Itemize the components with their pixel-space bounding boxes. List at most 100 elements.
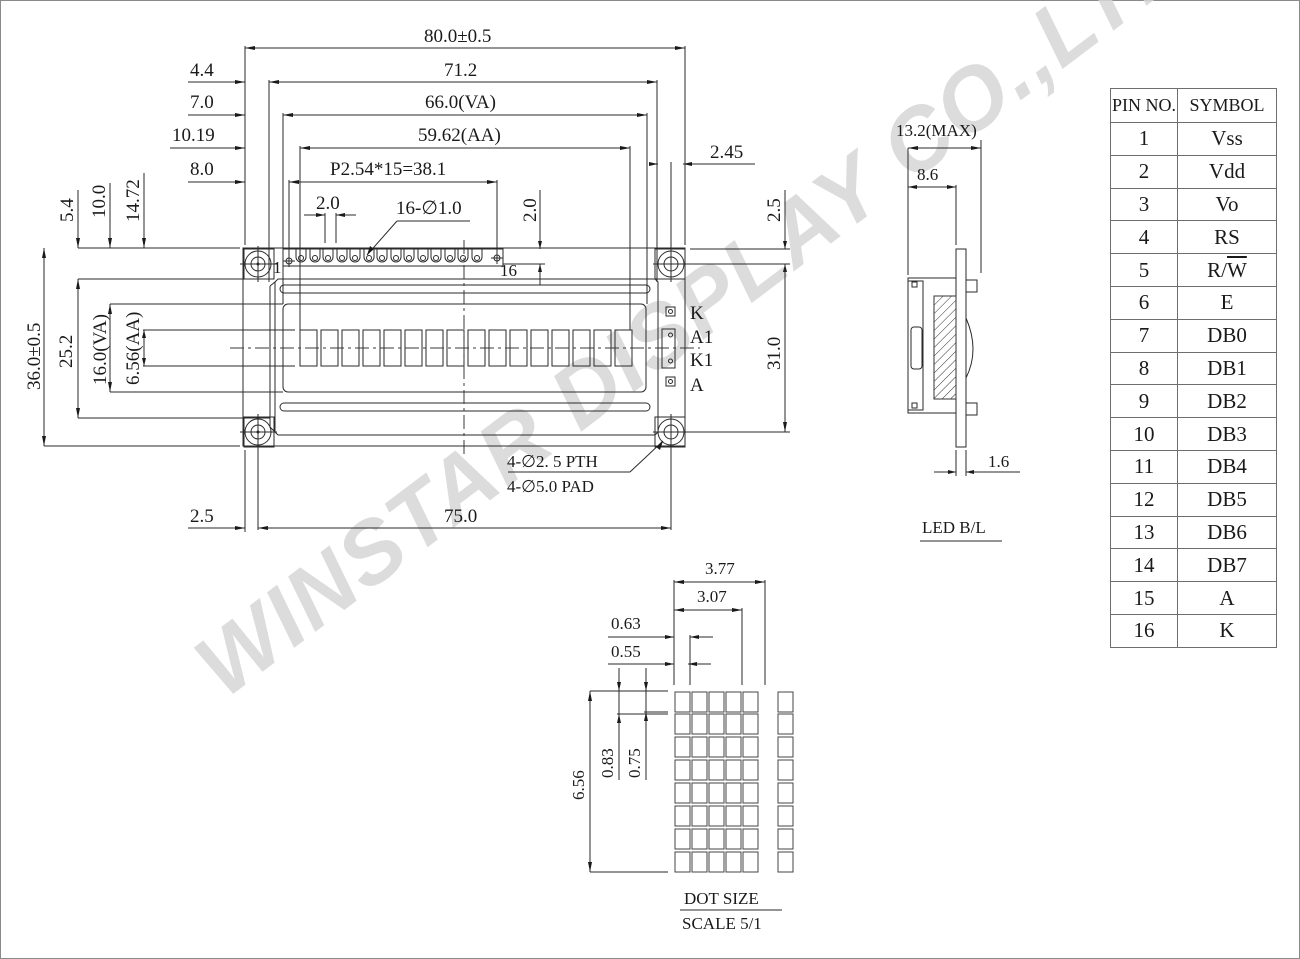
dim-hole-spacing-x: 75.0 [444, 506, 477, 527]
dim-dot-width: 0.55 [611, 642, 641, 661]
pin-number: 14 [1110, 548, 1178, 583]
dim-top-hole-offset: 2.5 [764, 198, 785, 222]
dim-aa-height: 6.56(AA) [123, 312, 144, 385]
right-dimensions: 2.0 2.5 31.0 [503, 190, 790, 433]
pin-label-a1: A1 [690, 327, 713, 348]
left-dimensions: 5.4 10.0 14.72 36.0±0.5 25.2 16.0(VA) 6.… [24, 173, 295, 447]
pin-symbol: DB3 [1177, 417, 1277, 451]
pin-number: 5 [1110, 253, 1178, 287]
header-pin-no: PIN NO. [1110, 88, 1178, 123]
dim-viewing-area-width: 66.0(VA) [425, 92, 496, 113]
pin-header: 1 16 [273, 248, 517, 280]
pin-symbol: A [1177, 581, 1277, 615]
pin-number: 9 [1110, 384, 1178, 419]
pin-symbol: Vss [1177, 122, 1277, 156]
pin-symbol: R/W [1177, 253, 1277, 287]
dim-active-area-width: 59.62(AA) [418, 125, 501, 146]
dim-left-aa: 10.19 [172, 125, 215, 146]
dim-max-thickness: 13.2(MAX) [896, 121, 977, 140]
backlight-lens [965, 317, 974, 379]
pin-number: 13 [1110, 515, 1178, 550]
dim-dot-pitch-y: 0.83 [598, 748, 617, 778]
pin-symbol-overline: W [1227, 257, 1247, 282]
dim-va-height: 16.0(VA) [90, 314, 111, 385]
pin-symbol: K [1177, 613, 1277, 648]
pin-number: 2 [1110, 154, 1178, 189]
hole-callout-pad: 4-∅5.0 PAD [507, 477, 594, 496]
dim-hole-spacing: 31.0 [764, 337, 785, 370]
dim-left-outline: 4.4 [190, 60, 214, 81]
pin-number: 1 [1110, 122, 1178, 156]
dim-hole-offset: 2.5 [190, 506, 214, 527]
dim-top-va: 10.0 [89, 185, 110, 218]
dim-pin-spacing: 2.0 [316, 193, 340, 214]
pin-symbol: DB5 [1177, 482, 1277, 517]
backlight-pads: K A1 K1 A [661, 303, 713, 396]
dim-left-pin1: 8.0 [190, 159, 214, 180]
header-symbol: SYMBOL [1177, 88, 1277, 123]
front-view: 1 16 K A1 K1 A 80.0±0.5 4.4 71.2 [24, 26, 790, 532]
hole-callout-pth: 4-∅2. 5 PTH [507, 452, 598, 471]
pin-symbol: DB1 [1177, 351, 1277, 386]
led-backlight-hatch [933, 295, 957, 400]
side-pcb [955, 248, 967, 448]
dim-pin-pitch: P2.54*15=38.1 [330, 159, 446, 180]
dim-char-width: 3.07 [697, 587, 727, 606]
dim-dot-height: 0.75 [625, 748, 644, 778]
pin-symbol: DB2 [1177, 384, 1277, 419]
pin-number: 7 [1110, 318, 1178, 353]
dim-pcb-thickness: 1.6 [988, 452, 1009, 471]
pin1-label: 1 [273, 258, 282, 277]
pin-label-k: K [690, 303, 704, 324]
pin-number: 3 [1110, 187, 1178, 222]
dim-left-va: 7.0 [190, 92, 214, 113]
dot-detail: 3.77 3.07 0.63 0.55 6.56 0.83 0.75 [569, 559, 794, 933]
pin-symbol: Vdd [1177, 154, 1277, 189]
scale-caption: SCALE 5/1 [682, 914, 762, 933]
side-view-caption: LED B/L [922, 518, 986, 537]
pin-symbol: RS [1177, 220, 1277, 255]
pin-number: 10 [1110, 417, 1178, 451]
pin-symbol: DB4 [1177, 449, 1277, 484]
pin-label-a: A [690, 375, 704, 396]
dim-overall-height: 36.0±0.5 [24, 323, 45, 390]
pin-number: 8 [1110, 351, 1178, 386]
dot-size-caption: DOT SIZE [684, 889, 759, 908]
side-view: 13.2(MAX) 8.6 1.6 LED B/L [896, 121, 1020, 542]
dim-top-bezel: 5.4 [57, 198, 78, 222]
mounting-holes [240, 246, 690, 530]
dim-pin-holes: 16-∅1.0 [396, 198, 462, 219]
dim-right-margin: 2.45 [710, 142, 743, 163]
pin-symbol: DB0 [1177, 318, 1277, 353]
dim-bezel-height: 25.2 [56, 335, 77, 368]
bottom-dimensions: 2.5 75.0 4-∅2. 5 PTH 4-∅5.0 PAD [188, 440, 671, 532]
dim-dot-pitch-x: 0.63 [611, 614, 641, 633]
pin-number: 11 [1110, 449, 1178, 484]
dim-overall-width: 80.0±0.5 [424, 26, 491, 47]
pin-symbol: E [1177, 285, 1277, 320]
pin-symbol: Vo [1177, 187, 1277, 222]
pin-symbol-prefix: R/ [1207, 257, 1227, 282]
top-dimensions: 80.0±0.5 4.4 71.2 7.0 66.0(VA) 10.19 59.… [170, 26, 755, 330]
dot-grid [674, 691, 794, 873]
dim-char-pitch: 3.77 [705, 559, 735, 578]
pin-number: 6 [1110, 285, 1178, 320]
light-guide-bottom [279, 402, 651, 412]
dim-char-height: 6.56 [569, 770, 588, 800]
